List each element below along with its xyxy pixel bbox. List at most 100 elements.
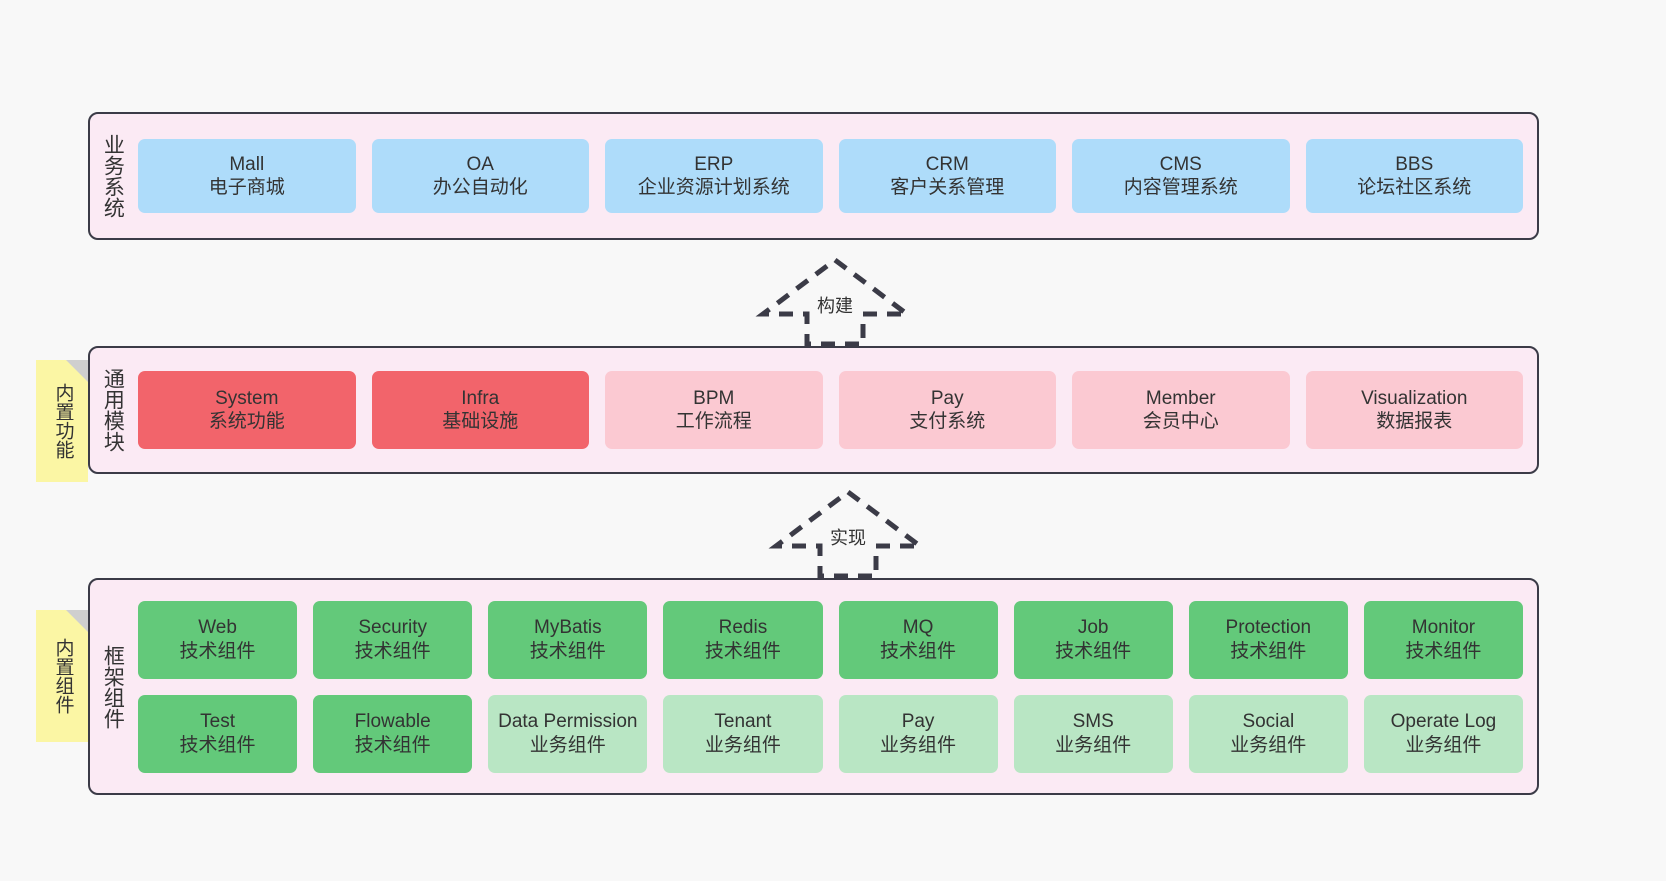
card-subtitle: 技术组件	[354, 734, 431, 756]
framework-card-pay[interactable]: Pay 业务组件	[838, 694, 998, 773]
layer-framework-component-body: Web 技术组件 Security 技术组件 MyBatis 技术组件 Redi…	[134, 580, 1537, 793]
sticky-note-builtin-components: 内置组件	[36, 610, 88, 742]
card-subtitle: 业务组件	[880, 734, 957, 756]
card-subtitle: 内容管理系统	[1123, 177, 1238, 198]
sticky-note-builtin-features: 内置功能	[36, 360, 88, 482]
framework-card-mq[interactable]: MQ 技术组件	[838, 600, 998, 679]
common-card-pay[interactable]: Pay 支付系统	[838, 371, 1056, 449]
card-title: Web	[198, 617, 237, 639]
connector-implement-arrow: 实现	[768, 488, 928, 579]
framework-component-row-1: Web 技术组件 Security 技术组件 MyBatis 技术组件 Redi…	[138, 600, 1523, 679]
card-subtitle: 业务组件	[1230, 734, 1307, 756]
framework-card-flowable[interactable]: Flowable 技术组件	[313, 694, 473, 773]
common-card-visualization[interactable]: Visualization 数据报表	[1305, 371, 1523, 449]
card-subtitle: 业务组件	[529, 734, 606, 756]
business-card-mall[interactable]: Mall 电子商城	[138, 139, 356, 213]
business-card-erp[interactable]: ERP 企业资源计划系统	[605, 139, 823, 213]
card-title: CRM	[925, 153, 969, 175]
build-arrow-icon	[755, 256, 915, 347]
card-title: BBS	[1395, 153, 1434, 175]
framework-card-mybatis[interactable]: MyBatis 技术组件	[488, 600, 648, 679]
common-card-system[interactable]: System 系统功能	[138, 371, 356, 449]
layer-business-system-body: Mall 电子商城 OA 办公自动化 ERP 企业资源计划系统 CRM 客户关系…	[134, 114, 1537, 238]
card-title: Pay	[901, 711, 935, 733]
card-subtitle: 技术组件	[179, 734, 256, 756]
framework-card-redis[interactable]: Redis 技术组件	[663, 600, 823, 679]
card-title: Operate Log	[1390, 711, 1497, 733]
layer-common-module-title: 通用模块	[101, 368, 125, 452]
card-title: Protection	[1225, 617, 1312, 639]
framework-card-security[interactable]: Security 技术组件	[313, 600, 473, 679]
card-title: MyBatis	[534, 617, 602, 639]
business-card-crm[interactable]: CRM 客户关系管理	[838, 139, 1056, 213]
card-title: Pay	[930, 387, 964, 409]
framework-component-row-2: Test 技术组件 Flowable 技术组件 Data Permission …	[138, 694, 1523, 773]
card-title: CMS	[1159, 153, 1202, 175]
implement-arrow-icon	[768, 488, 928, 579]
card-subtitle: 技术组件	[354, 640, 431, 662]
card-subtitle: 工作流程	[675, 411, 752, 432]
layer-business-system-title: 业务系统	[101, 134, 125, 218]
card-title: Data Permission	[498, 711, 638, 733]
connector-build-arrow: 构建	[755, 256, 915, 347]
card-subtitle: 会员中心	[1142, 411, 1219, 432]
page-fold-icon	[66, 610, 88, 632]
sticky-note-label: 内置组件	[52, 638, 74, 714]
card-subtitle: 电子商城	[208, 177, 285, 198]
card-title: Tenant	[714, 711, 772, 733]
card-subtitle: 业务组件	[1055, 734, 1132, 756]
layer-business-system: 业务系统 Mall 电子商城 OA 办公自动化 ERP 企业资源计划系统 CRM…	[88, 112, 1539, 240]
common-card-infra[interactable]: Infra 基础设施	[371, 371, 589, 449]
framework-card-test[interactable]: Test 技术组件	[138, 694, 298, 773]
card-subtitle: 系统功能	[208, 411, 285, 432]
card-subtitle: 技术组件	[880, 640, 957, 662]
business-system-row: Mall 电子商城 OA 办公自动化 ERP 企业资源计划系统 CRM 客户关系…	[138, 139, 1523, 213]
card-title: ERP	[694, 153, 734, 175]
framework-card-social[interactable]: Social 业务组件	[1188, 694, 1348, 773]
common-card-bpm[interactable]: BPM 工作流程	[605, 371, 823, 449]
card-subtitle: 技术组件	[704, 640, 781, 662]
card-title: BPM	[693, 387, 735, 409]
card-subtitle: 业务组件	[704, 734, 781, 756]
card-subtitle: 数据报表	[1376, 411, 1453, 432]
framework-card-protection[interactable]: Protection 技术组件	[1188, 600, 1348, 679]
connector-build-label: 构建	[817, 296, 853, 316]
card-subtitle: 企业资源计划系统	[637, 177, 790, 198]
card-subtitle: 论坛社区系统	[1357, 177, 1472, 198]
card-subtitle: 技术组件	[1055, 640, 1132, 662]
framework-card-sms[interactable]: SMS 业务组件	[1013, 694, 1173, 773]
card-title: Monitor	[1411, 617, 1476, 639]
card-title: Flowable	[354, 711, 431, 733]
card-subtitle: 客户关系管理	[890, 177, 1005, 198]
business-card-cms[interactable]: CMS 内容管理系统	[1072, 139, 1290, 213]
common-card-member[interactable]: Member 会员中心	[1072, 371, 1290, 449]
framework-card-job[interactable]: Job 技术组件	[1013, 600, 1173, 679]
card-title: Test	[200, 711, 235, 733]
sticky-note-label: 内置功能	[52, 383, 74, 459]
framework-card-data-permission[interactable]: Data Permission 业务组件	[488, 694, 648, 773]
card-title: Security	[358, 617, 427, 639]
layer-framework-component-title: 框架组件	[101, 644, 125, 729]
card-subtitle: 技术组件	[529, 640, 606, 662]
common-module-row: System 系统功能 Infra 基础设施 BPM 工作流程 Pay 支付系统…	[138, 371, 1523, 449]
card-subtitle: 技术组件	[1230, 640, 1307, 662]
layer-framework-component: 框架组件 Web 技术组件 Security 技术组件 MyBatis 技术组件…	[88, 578, 1539, 795]
framework-card-monitor[interactable]: Monitor 技术组件	[1363, 600, 1523, 679]
card-title: OA	[466, 153, 494, 175]
framework-card-operate-log[interactable]: Operate Log 业务组件	[1363, 694, 1523, 773]
layer-common-module: 通用模块 System 系统功能 Infra 基础设施 BPM 工作流程 Pay…	[88, 346, 1539, 474]
card-title: SMS	[1072, 711, 1114, 733]
connector-implement-label: 实现	[830, 528, 866, 548]
card-subtitle: 基础设施	[442, 411, 519, 432]
card-title: Member	[1145, 387, 1216, 409]
framework-card-web[interactable]: Web 技术组件	[138, 600, 298, 679]
framework-card-tenant[interactable]: Tenant 业务组件	[663, 694, 823, 773]
business-card-oa[interactable]: OA 办公自动化	[371, 139, 589, 213]
business-card-bbs[interactable]: BBS 论坛社区系统	[1305, 139, 1523, 213]
card-subtitle: 办公自动化	[432, 177, 528, 198]
card-subtitle: 支付系统	[909, 411, 986, 432]
card-title: Job	[1077, 617, 1109, 639]
card-subtitle: 技术组件	[179, 640, 256, 662]
card-title: Social	[1242, 711, 1295, 733]
